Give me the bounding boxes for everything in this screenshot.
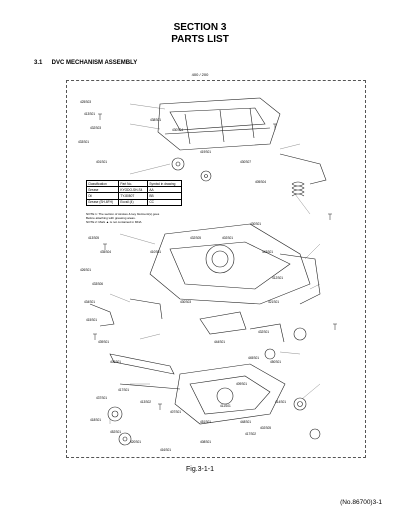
part-label: 445S01 xyxy=(248,356,259,360)
page-title: PARTS LIST xyxy=(171,34,229,45)
part-label: 434S01 xyxy=(84,300,95,304)
part-label: 405S04 xyxy=(255,180,266,184)
table-notes: NOTE 1: The section of strokes & key blo… xyxy=(86,212,186,224)
part-label: 432S05 xyxy=(190,236,201,240)
part-label: 410S01 xyxy=(150,250,161,254)
part-label: 433S06 xyxy=(92,282,103,286)
part-label: 425S03 xyxy=(80,100,91,104)
part-label: 452S01 xyxy=(110,430,121,434)
note-line: NOTE 1: The section of strokes & key blo… xyxy=(86,212,160,216)
part-label: 411S01 xyxy=(220,404,231,408)
part-label: 437S01 xyxy=(96,396,107,400)
frame-label: 400 / 200 xyxy=(191,72,209,77)
part-label: 444S01 xyxy=(214,340,225,344)
gear xyxy=(171,157,185,171)
subsection-title: DVC MECHANISM ASSEMBLY xyxy=(51,60,138,66)
part-label: 438S01 xyxy=(150,118,161,122)
part-label: 402S05 xyxy=(260,426,271,430)
part-label: 412S01 xyxy=(272,276,283,280)
part-label: 413S01 xyxy=(84,112,95,116)
cassette-housing xyxy=(157,97,281,151)
figure-caption: Fig.3-1-1 xyxy=(185,466,214,473)
part-label: 421S01 xyxy=(268,300,279,304)
part-label: 420S01 xyxy=(130,440,141,444)
part-label: 443S01 xyxy=(262,250,273,254)
part-label: 418S01 xyxy=(90,418,101,422)
page-footer: (No.86700)3-1 xyxy=(340,499,382,506)
section-heading: SECTION 3 PARTS LIST xyxy=(0,22,400,46)
table-row: Grease (SH-6FH) Eccsil (4) CC xyxy=(85,198,182,206)
table-cell: Grease (SH-6FH) xyxy=(85,198,120,206)
part-label: 407S01 xyxy=(170,410,181,414)
part-label: 430S07 xyxy=(240,160,251,164)
section-number: SECTION 3 xyxy=(173,22,227,33)
part-label: 433S01 xyxy=(78,140,89,144)
part-label: 406S01 xyxy=(110,360,121,364)
part-label: 414S01 xyxy=(275,400,286,404)
reel-gear xyxy=(107,406,123,422)
note-line: NOTE 2: Mark ▲ is not contained in MNA xyxy=(86,220,142,224)
lever xyxy=(89,303,115,327)
drum xyxy=(205,244,235,274)
spring xyxy=(291,181,305,197)
table-cell: CC xyxy=(147,198,182,206)
part-label: 413S02 xyxy=(140,400,151,404)
drawing-frame xyxy=(66,80,366,458)
exploded-view-drawing xyxy=(89,97,337,446)
part-label: 435S04 xyxy=(100,250,111,254)
part-label: 402S01 xyxy=(222,236,233,240)
part-label: 432S01 xyxy=(258,330,269,334)
part-label: 417S01 xyxy=(118,388,129,392)
part-label: 450S01 xyxy=(270,360,281,364)
subsection-number: 3.1 xyxy=(34,60,43,66)
main-chassis xyxy=(149,223,311,305)
part-label: 416S01 xyxy=(160,448,171,452)
part-label: 430S01 xyxy=(250,222,261,226)
part-label: 430S03 xyxy=(180,300,191,304)
part-label: 430S04 xyxy=(172,128,183,132)
belt xyxy=(109,353,175,375)
part-label: 408S01 xyxy=(200,440,211,444)
part-label: 439S01 xyxy=(98,340,109,344)
part-label: 417S02 xyxy=(245,432,256,436)
subsection-heading: 3.1 DVC MECHANISM ASSEMBLY xyxy=(34,60,137,66)
table-cell: Eccsil (4) xyxy=(118,198,149,206)
part-label: 401S01 xyxy=(96,160,107,164)
part-label: 451S01 xyxy=(200,420,211,424)
part-label: 409S01 xyxy=(236,382,247,386)
part-label: 419S01 xyxy=(200,150,211,154)
note-line: Before attaching with greasing areas. xyxy=(86,216,136,220)
part-label: 413S05 xyxy=(88,236,99,240)
part-label: 432S03 xyxy=(90,126,101,130)
lower-chassis xyxy=(174,363,286,425)
part-label: 415S01 xyxy=(86,318,97,322)
part-label: 448S01 xyxy=(240,420,251,424)
part-label: 426S01 xyxy=(80,268,91,272)
grease-table: Classification Part No. Symbol in drawin… xyxy=(85,179,182,206)
